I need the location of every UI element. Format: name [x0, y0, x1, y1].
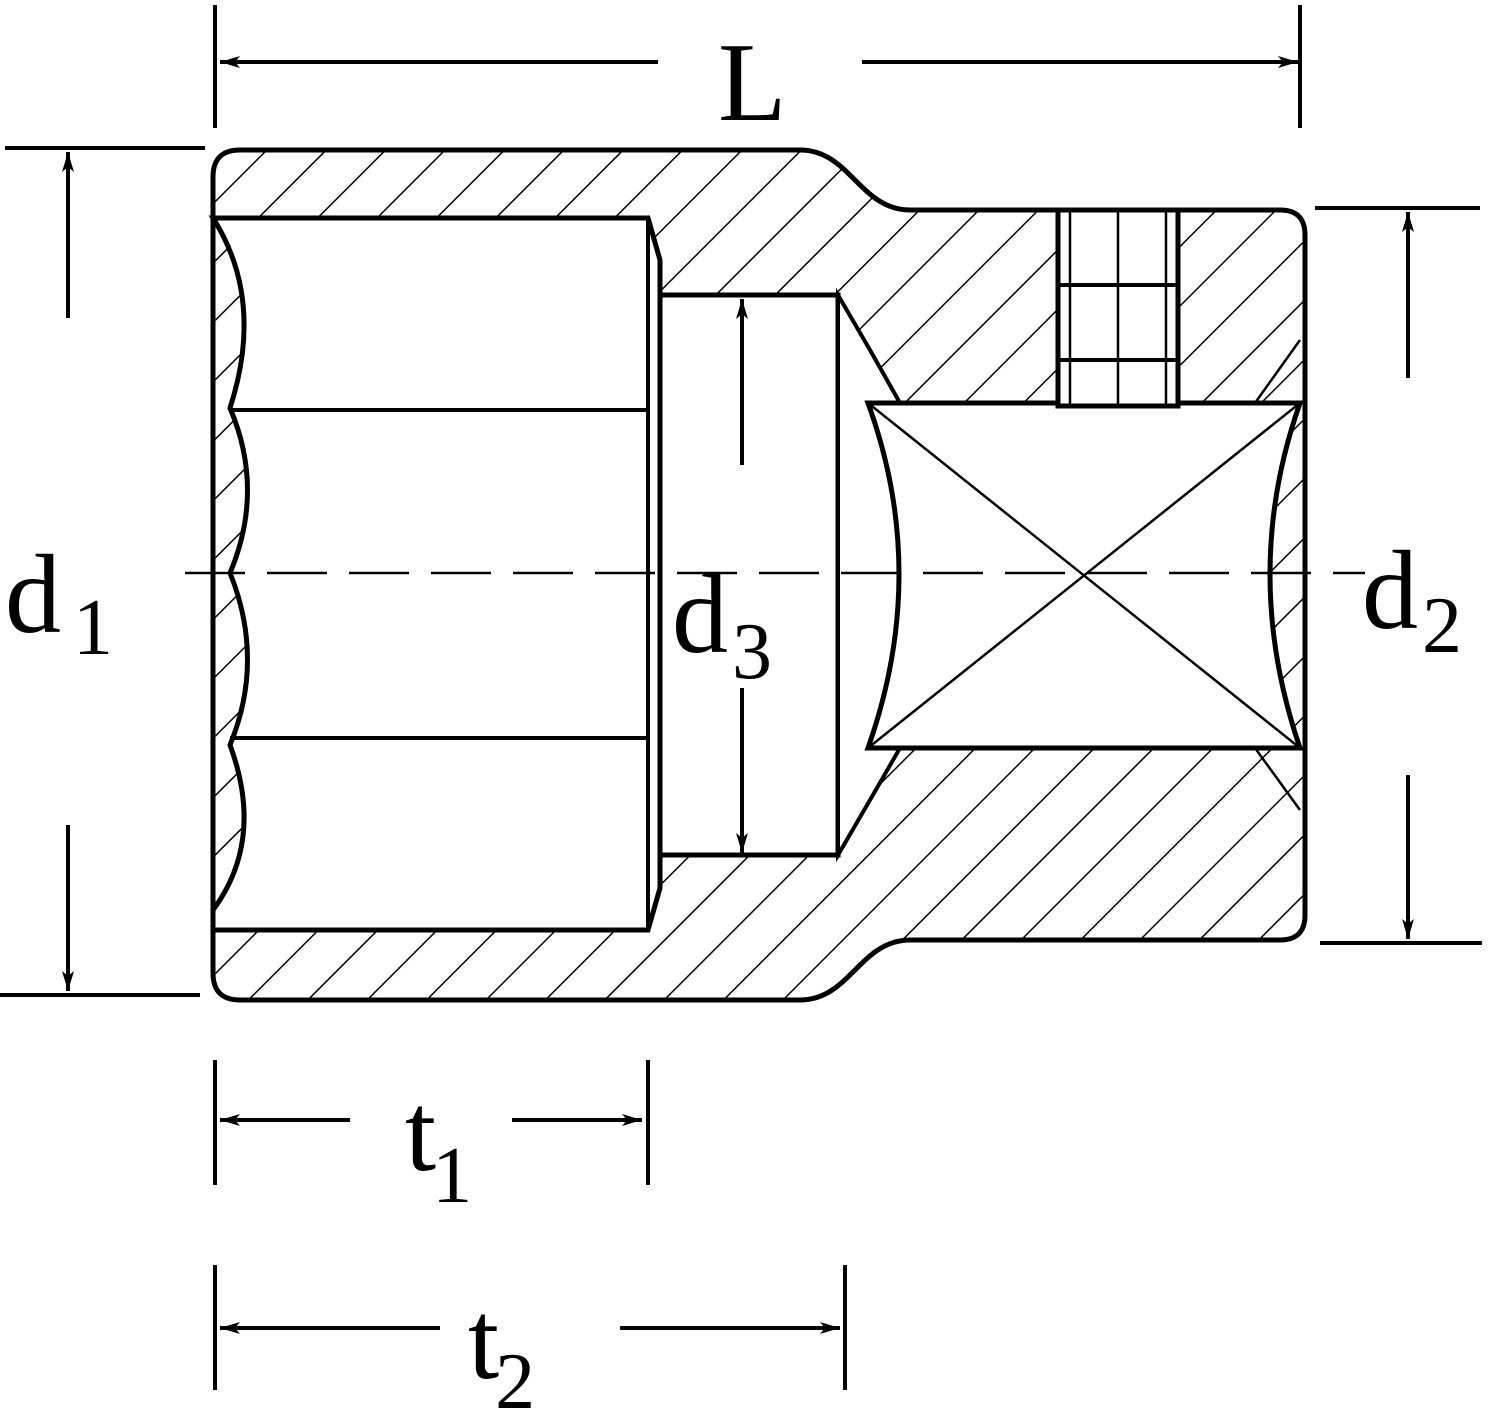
- label-d2: d2: [1362, 529, 1462, 670]
- label-t1: t1: [405, 1071, 472, 1220]
- dimension-t2: t2: [213, 1265, 847, 1415]
- label-t2: t2: [468, 1279, 535, 1415]
- dimension-t1: t1: [213, 1060, 650, 1220]
- dimension-d2: d2: [1315, 206, 1482, 945]
- drive-diagonal-2: [867, 402, 1301, 749]
- socket-body: [208, 147, 1308, 1003]
- detent-pin: [1055, 207, 1181, 409]
- dimension-d3: d3: [672, 299, 772, 853]
- label-d3: d3: [672, 553, 772, 696]
- label-L: L: [718, 21, 786, 145]
- dimension-L: L: [213, 5, 1302, 145]
- drive-chamfer: [1253, 339, 1302, 811]
